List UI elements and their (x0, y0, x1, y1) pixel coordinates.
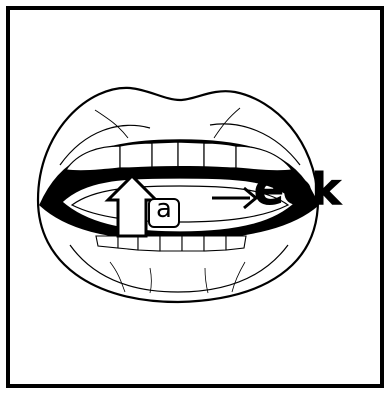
sound-letter: a (149, 196, 179, 224)
word-ending: eek (254, 166, 340, 214)
